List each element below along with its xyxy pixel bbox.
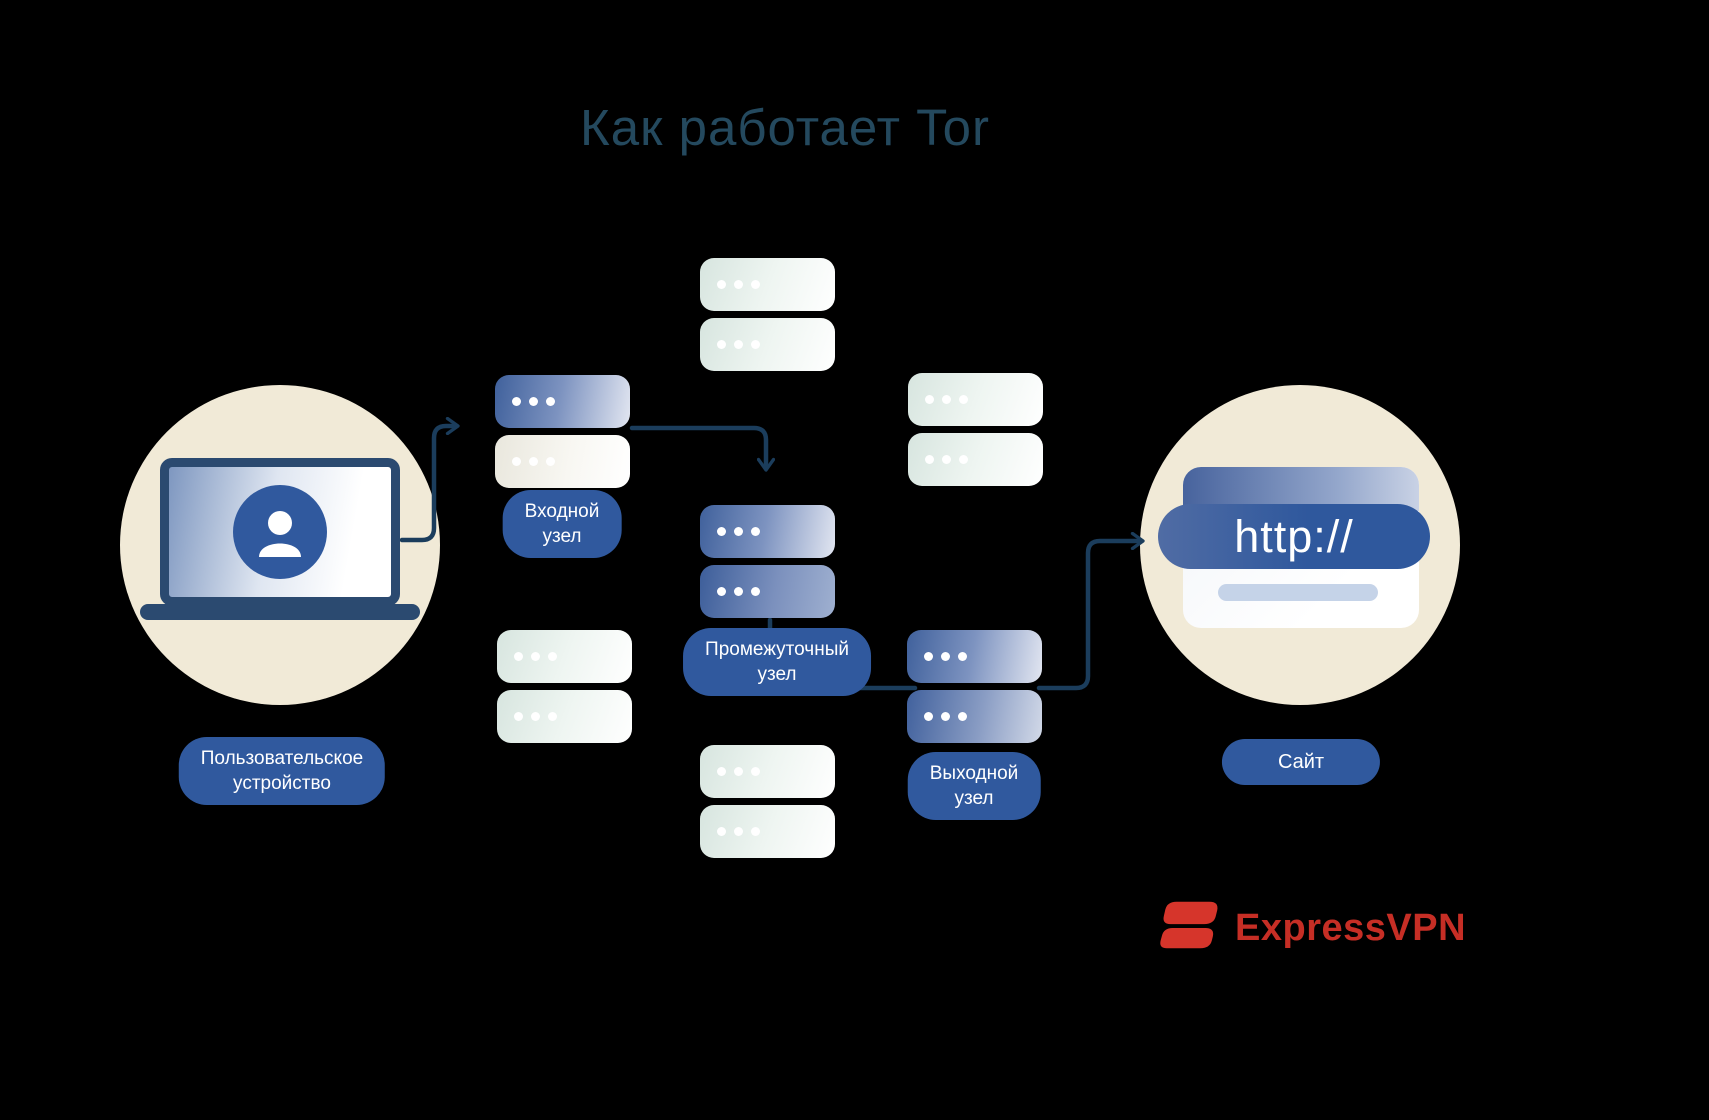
laptop-screen xyxy=(160,458,400,606)
entry-node-server-icon xyxy=(495,375,630,488)
arrow-exit-to-site xyxy=(1036,541,1140,691)
laptop-icon xyxy=(140,458,420,620)
relay-server-right-icon xyxy=(908,373,1043,486)
arrow-device-to-entry xyxy=(399,426,455,543)
url-text: http:// xyxy=(1234,510,1354,562)
arrow-entry-to-middle xyxy=(629,425,766,467)
expressvpn-icon xyxy=(1160,897,1222,960)
relay-server-top-icon xyxy=(700,258,835,371)
relay-server-bottom-left-icon xyxy=(497,630,632,743)
browser-searchbar xyxy=(1218,584,1378,601)
brand-name: ExpressVPN xyxy=(1235,907,1467,949)
url-pill: http:// xyxy=(1158,504,1430,569)
browser-titlebar xyxy=(1183,467,1419,511)
site-label: Сайт xyxy=(1221,739,1381,786)
exit-node-server-icon xyxy=(907,630,1042,743)
user-avatar-icon xyxy=(233,485,327,579)
relay-server-bottom-center-icon xyxy=(700,745,835,858)
laptop-base xyxy=(140,604,420,620)
middle-node-server-icon xyxy=(700,505,835,618)
diagram-title: Как работает Tor xyxy=(580,99,990,156)
expressvpn-logo: ExpressVPN xyxy=(1160,897,1466,960)
